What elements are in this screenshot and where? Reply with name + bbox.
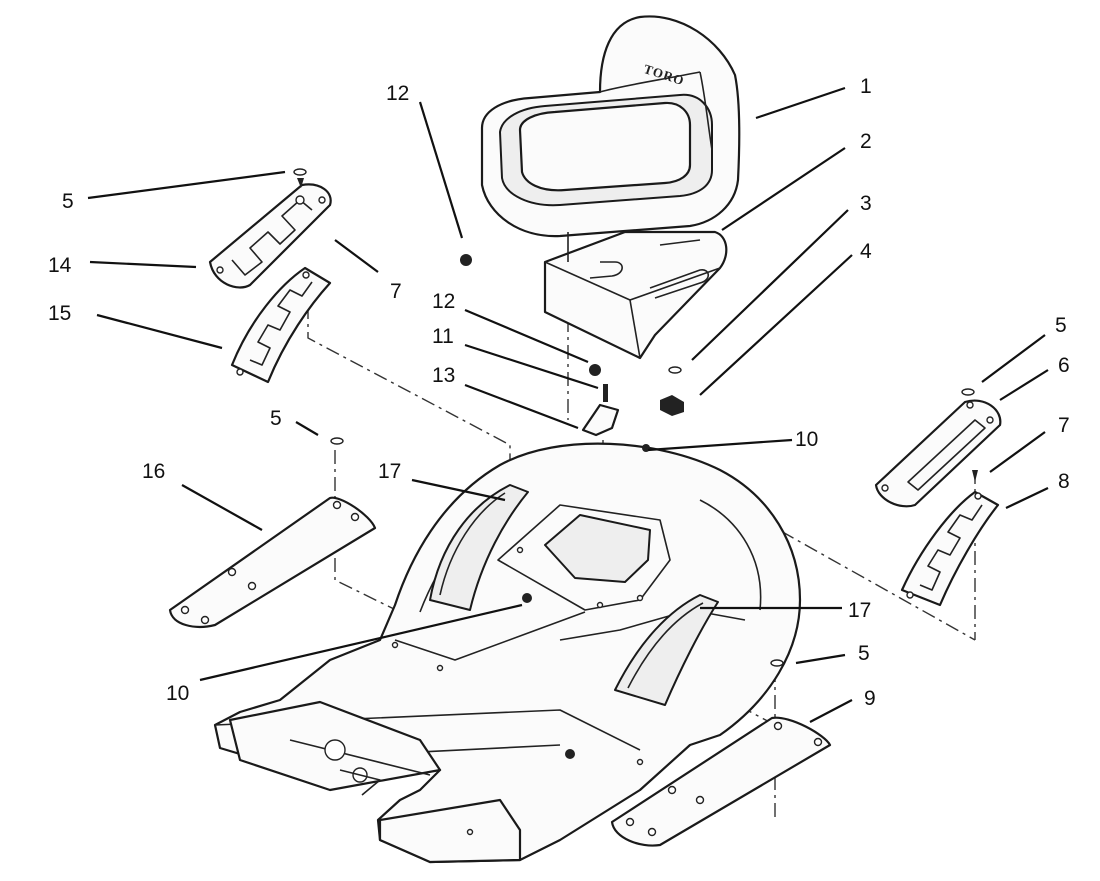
callout-17-left: 17 xyxy=(378,460,401,483)
fender-body xyxy=(213,442,802,864)
callout-2: 2 xyxy=(860,130,872,153)
callout-12-mid: 12 xyxy=(432,290,455,313)
left-fender-pad xyxy=(230,266,332,384)
bolt-11 xyxy=(603,384,608,402)
callout-labels: 1 2 3 4 5 5 5 5 6 7 7 8 9 10 10 11 12 12… xyxy=(48,75,1070,710)
callout-15: 15 xyxy=(48,302,71,325)
callout-14: 14 xyxy=(48,254,72,277)
callout-8: 8 xyxy=(1058,470,1070,493)
callout-4: 4 xyxy=(860,240,872,263)
right-shift-plate xyxy=(874,388,1002,508)
callout-10-right: 10 xyxy=(795,428,818,451)
callout-5-right-top: 5 xyxy=(1055,314,1067,337)
callout-13: 13 xyxy=(432,364,455,387)
callout-6: 6 xyxy=(1058,354,1070,377)
callout-17-right: 17 xyxy=(848,599,871,622)
seat-hardware xyxy=(460,254,684,452)
callout-16: 16 xyxy=(142,460,165,483)
callout-7-right: 7 xyxy=(1058,414,1070,437)
callout-12-top: 12 xyxy=(386,82,409,105)
nut-12-upper xyxy=(460,254,472,266)
callout-5-left-top: 5 xyxy=(62,190,74,213)
washer-3 xyxy=(668,366,682,374)
callout-5-left-mid: 5 xyxy=(270,407,282,430)
callout-9: 9 xyxy=(864,687,876,710)
callout-10-left: 10 xyxy=(166,682,189,705)
seat-bracket xyxy=(543,230,728,360)
seat: TORO xyxy=(480,15,741,238)
leader-lines xyxy=(87,86,1049,723)
latch-13 xyxy=(581,403,620,437)
left-side-panel xyxy=(168,437,377,628)
callout-3: 3 xyxy=(860,192,872,215)
callout-11: 11 xyxy=(432,325,454,348)
nut-12-lower xyxy=(589,364,601,376)
left-shift-plate xyxy=(208,168,332,289)
callout-7-left: 7 xyxy=(390,280,402,303)
right-fender-pad xyxy=(900,470,1000,607)
callout-5-right-bottom: 5 xyxy=(858,642,870,665)
callout-1: 1 xyxy=(860,75,872,98)
knob-4 xyxy=(660,395,684,416)
right-side-panel xyxy=(610,659,832,847)
